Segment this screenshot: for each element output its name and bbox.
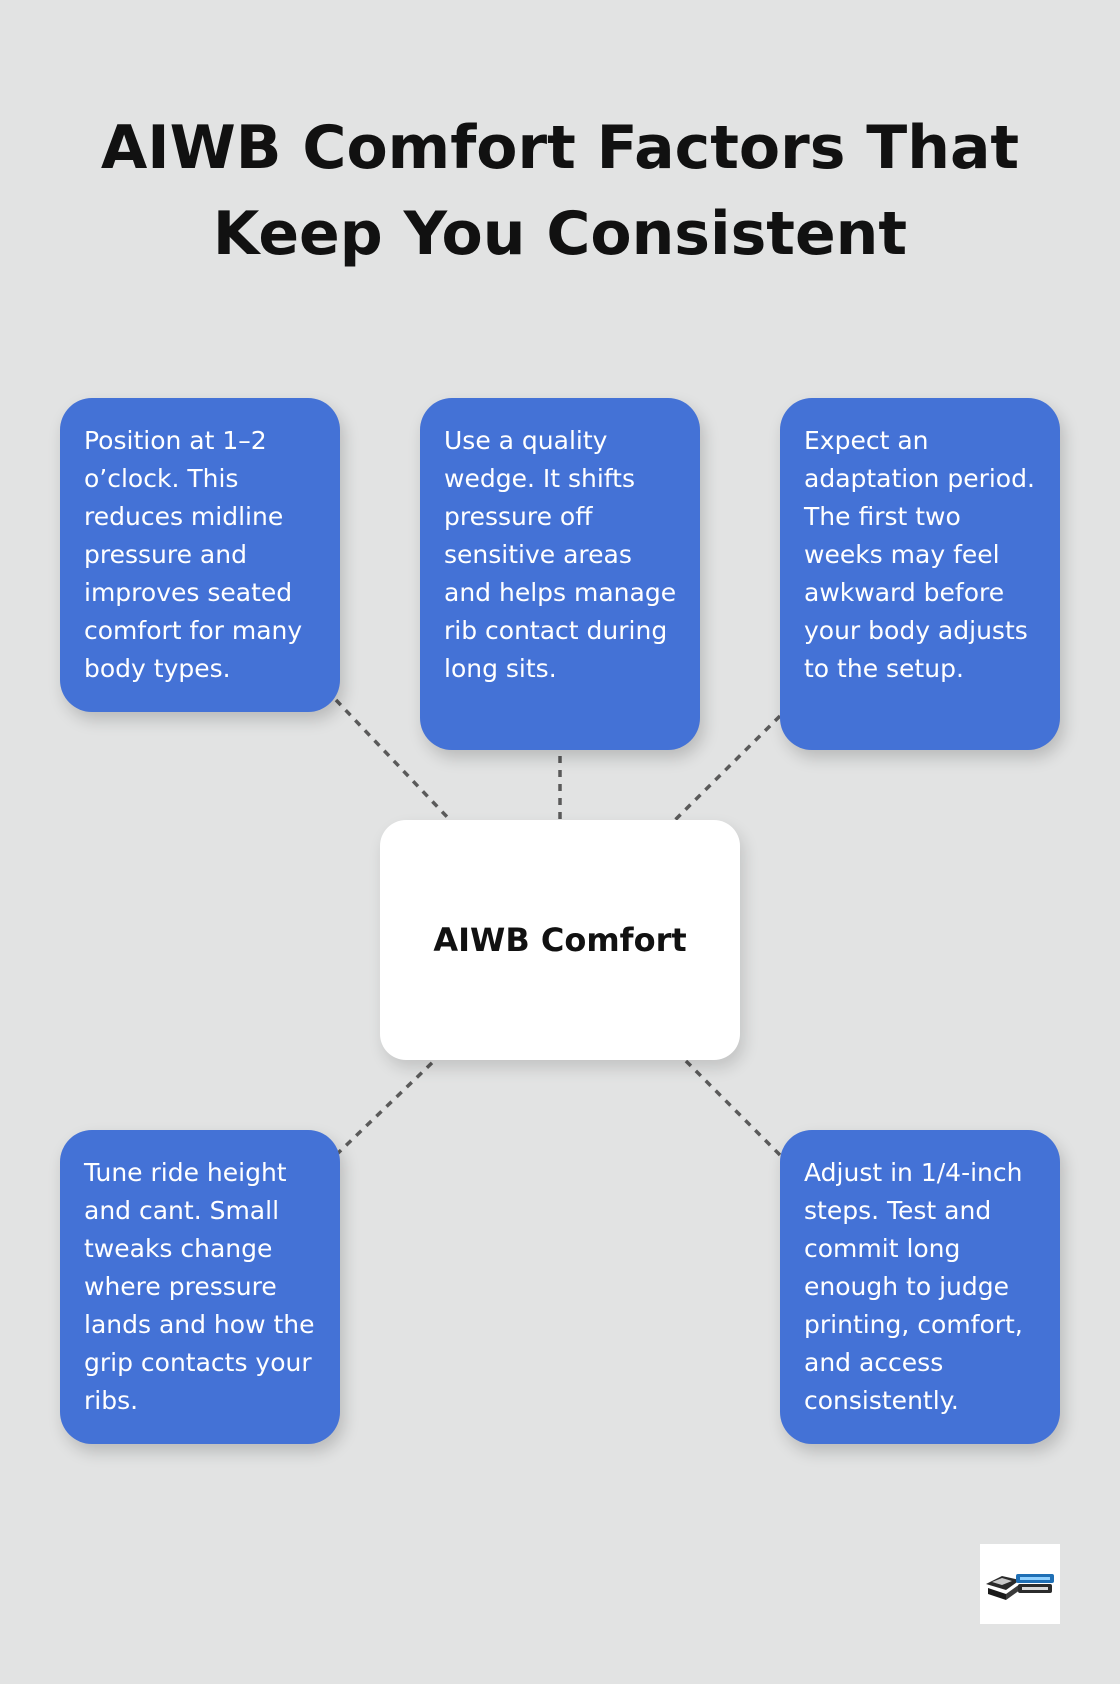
center-node: AIWB Comfort: [380, 820, 740, 1060]
factor-text: Use a quality wedge. It shifts pressure …: [444, 426, 677, 683]
factor-card-adaptation: Expect an adaptation period. The first t…: [780, 398, 1060, 750]
factor-text: Expect an adaptation period. The first t…: [804, 426, 1035, 683]
pillow-brand-logo-icon: [986, 1574, 1054, 1600]
connector-to-factor-4: [334, 1058, 437, 1157]
center-node-label: AIWB Comfort: [433, 921, 687, 959]
factor-card-ride-height: Tune ride height and cant. Small tweaks …: [60, 1130, 340, 1444]
connector-to-factor-5: [683, 1058, 782, 1157]
factor-card-wedge: Use a quality wedge. It shifts pressure …: [420, 398, 700, 750]
page-title: AIWB Comfort Factors That Keep You Consi…: [100, 113, 1020, 269]
factor-text: Position at 1–2 o’clock. This reduces mi…: [84, 426, 303, 683]
factor-card-position: Position at 1–2 o’clock. This reduces mi…: [60, 398, 340, 712]
factor-text: Tune ride height and cant. Small tweaks …: [84, 1158, 315, 1415]
connector-to-factor-3: [673, 714, 782, 822]
brand-logo: [980, 1544, 1060, 1624]
factor-text: Adjust in 1/4-inch steps. Test and commi…: [804, 1158, 1023, 1415]
factor-card-adjust-steps: Adjust in 1/4-inch steps. Test and commi…: [780, 1130, 1060, 1444]
